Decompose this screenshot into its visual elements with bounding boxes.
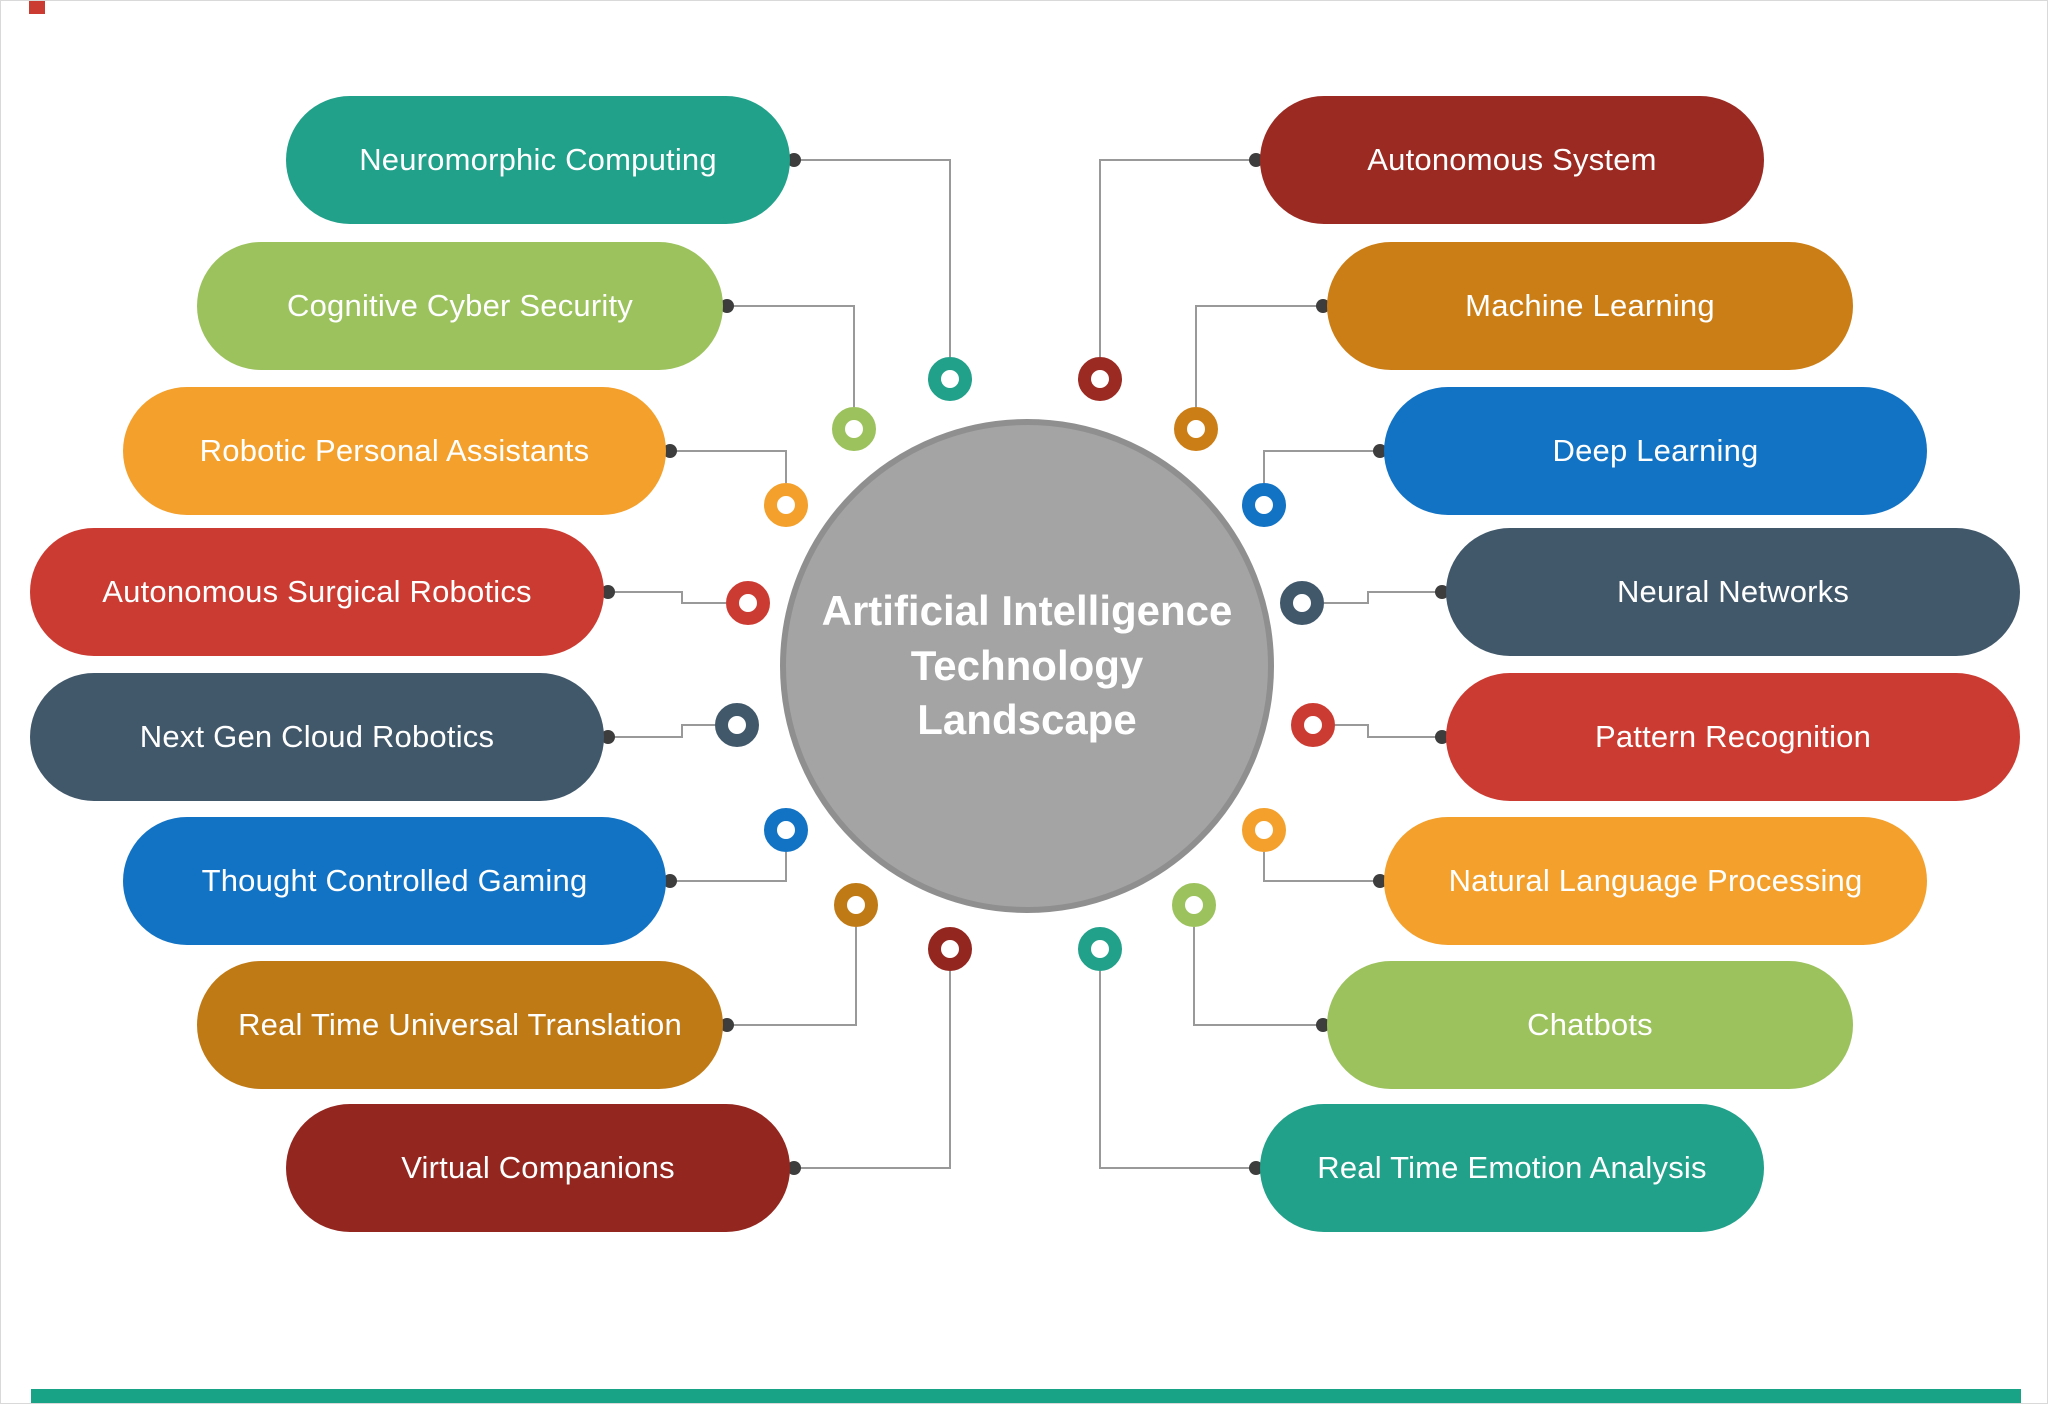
connector-ring-virtual-companions: [928, 927, 972, 971]
node-real-time-emotion-analysis: Real Time Emotion Analysis: [1260, 1104, 1764, 1232]
node-next-gen-cloud-robotics: Next Gen Cloud Robotics: [30, 673, 604, 801]
connector-line-neural-networks: [1324, 591, 1442, 604]
node-label: Thought Controlled Gaming: [201, 863, 588, 898]
connector-ring-chatbots: [1172, 883, 1216, 927]
connector-ring-deep-learning: [1242, 483, 1286, 527]
node-label: Neuromorphic Computing: [359, 142, 717, 177]
connector-ring-cognitive-cyber-security: [832, 407, 876, 451]
connector-line-robotic-personal-assistants: [670, 450, 787, 483]
connector-ring-neural-networks: [1280, 581, 1324, 625]
connector-line-real-time-emotion-analysis: [1099, 971, 1256, 1169]
node-label: Real Time Emotion Analysis: [1317, 1150, 1707, 1185]
connector-ring-real-time-emotion-analysis: [1078, 927, 1122, 971]
node-label: Chatbots: [1527, 1007, 1653, 1042]
node-label: Neural Networks: [1616, 574, 1850, 609]
node-neural-networks: Neural Networks: [1446, 528, 2020, 656]
connector-ring-thought-controlled-gaming: [764, 808, 808, 852]
node-autonomous-surgical-robotics: Autonomous Surgical Robotics: [30, 528, 604, 656]
node-autonomous-system: Autonomous System: [1260, 96, 1764, 224]
connector-ring-machine-learning: [1174, 407, 1218, 451]
node-label: Natural Language Processing: [1448, 863, 1863, 898]
connector-line-autonomous-surgical-robotics: [608, 591, 726, 604]
node-label: Autonomous Surgical Robotics: [102, 574, 532, 609]
connector-line-pattern-recognition: [1335, 724, 1442, 738]
diagram-title-line-3: Landscape: [917, 696, 1137, 744]
connector-line-natural-language-processing: [1263, 852, 1380, 882]
connector-line-deep-learning: [1263, 450, 1380, 483]
connector-ring-robotic-personal-assistants: [764, 483, 808, 527]
connector-line-real-time-universal-translation: [727, 927, 857, 1026]
connector-line-cognitive-cyber-security: [727, 305, 855, 407]
node-virtual-companions: Virtual Companions: [286, 1104, 790, 1232]
connector-line-thought-controlled-gaming: [670, 852, 787, 882]
connector-ring-pattern-recognition: [1291, 703, 1335, 747]
node-pattern-recognition: Pattern Recognition: [1446, 673, 2020, 801]
node-label: Machine Learning: [1465, 288, 1715, 323]
node-machine-learning: Machine Learning: [1327, 242, 1853, 370]
node-thought-controlled-gaming: Thought Controlled Gaming: [123, 817, 666, 945]
connector-ring-autonomous-system: [1078, 357, 1122, 401]
node-chatbots: Chatbots: [1327, 961, 1853, 1089]
diagram-title-line-2: Technology: [910, 641, 1144, 689]
node-label: Cognitive Cyber Security: [287, 288, 633, 323]
footer-accent-bar: [31, 1389, 2021, 1403]
node-neuromorphic-computing: Neuromorphic Computing: [286, 96, 790, 224]
connector-line-virtual-companions: [794, 971, 951, 1169]
connector-line-chatbots: [1193, 927, 1323, 1026]
node-cognitive-cyber-security: Cognitive Cyber Security: [197, 242, 723, 370]
node-label: Autonomous System: [1367, 142, 1657, 177]
connector-line-machine-learning: [1195, 305, 1323, 407]
node-natural-language-processing: Natural Language Processing: [1384, 817, 1927, 945]
node-label: Pattern Recognition: [1594, 719, 1872, 754]
connector-line-autonomous-system: [1099, 159, 1256, 357]
node-label: Real Time Universal Translation: [238, 1007, 682, 1042]
node-deep-learning: Deep Learning: [1384, 387, 1927, 515]
node-real-time-universal-translation: Real Time Universal Translation: [197, 961, 723, 1089]
connector-ring-real-time-universal-translation: [834, 883, 878, 927]
connector-ring-natural-language-processing: [1242, 808, 1286, 852]
node-robotic-personal-assistants: Robotic Personal Assistants: [123, 387, 666, 515]
connector-line-next-gen-cloud-robotics: [608, 724, 715, 738]
node-label: Robotic Personal Assistants: [199, 433, 590, 468]
connector-ring-next-gen-cloud-robotics: [715, 703, 759, 747]
corner-decoration: [29, 1, 45, 14]
diagram-title-line-1: Artificial Intelligence: [821, 587, 1233, 635]
node-label: Next Gen Cloud Robotics: [139, 719, 495, 754]
center-circle: Artificial Intelligence Technology Lands…: [780, 419, 1274, 913]
connector-ring-autonomous-surgical-robotics: [726, 581, 770, 625]
connector-ring-neuromorphic-computing: [928, 357, 972, 401]
node-label: Deep Learning: [1552, 433, 1759, 468]
node-label: Virtual Companions: [401, 1150, 675, 1185]
connector-line-neuromorphic-computing: [794, 159, 951, 357]
